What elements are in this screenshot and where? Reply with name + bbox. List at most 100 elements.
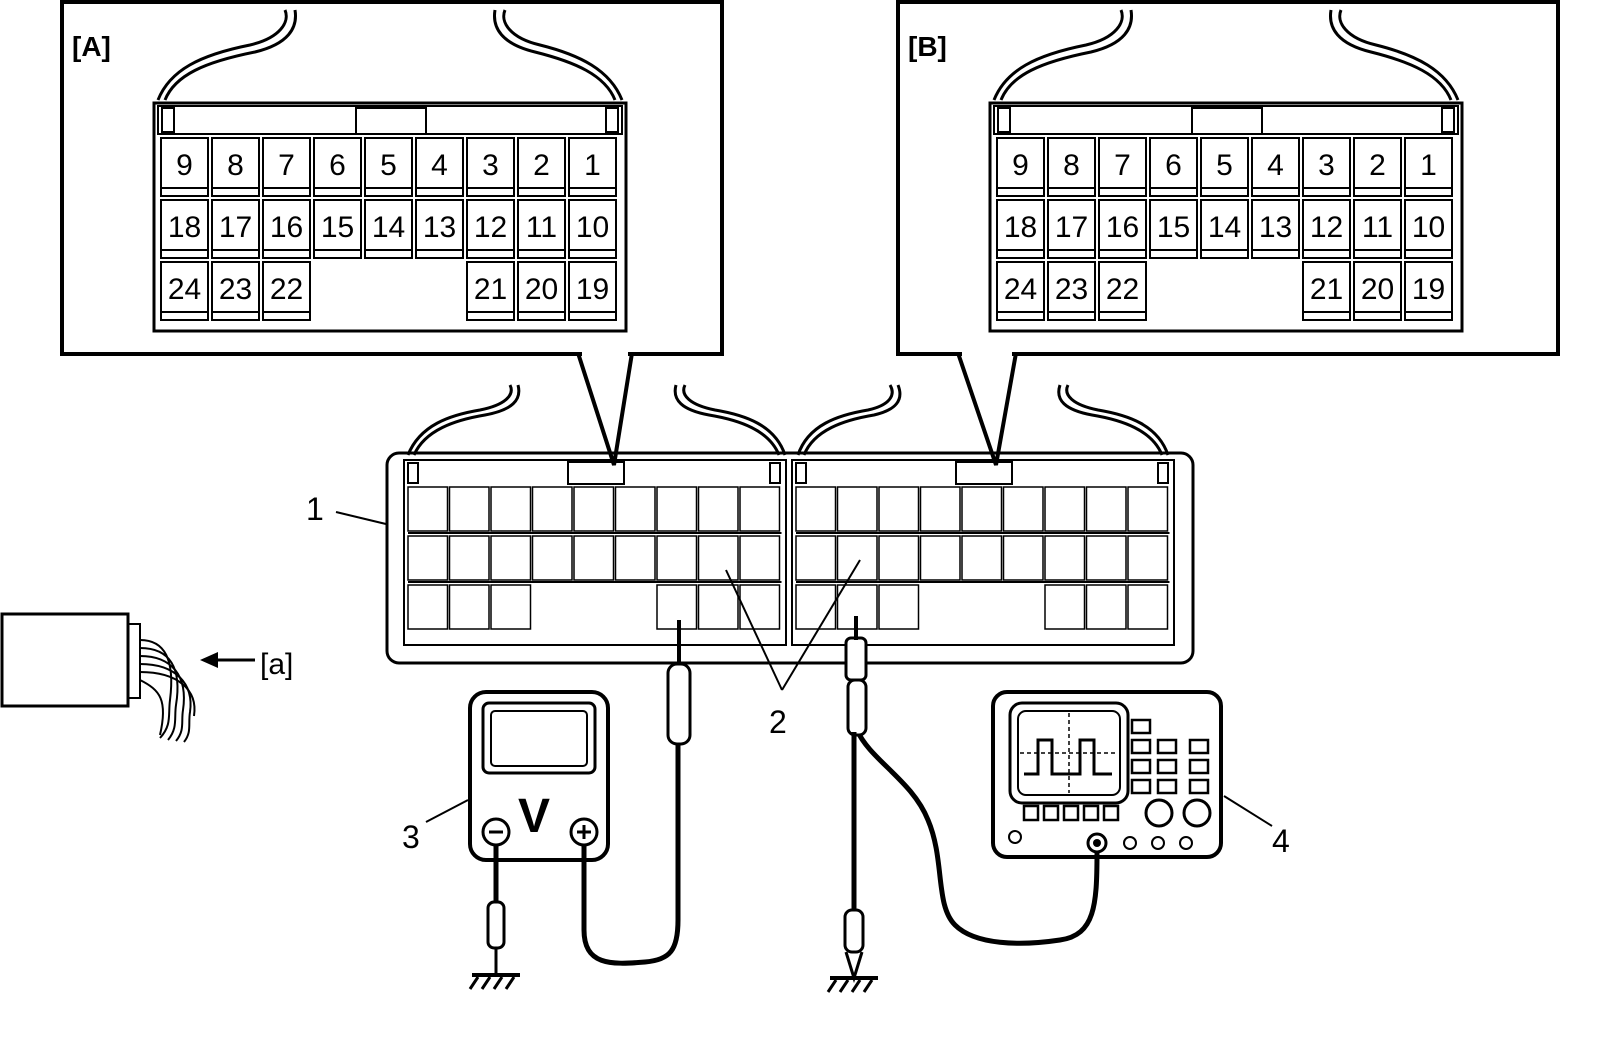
cavity (919, 486, 961, 532)
pin-cell (1404, 261, 1453, 313)
pin-cell (466, 261, 515, 313)
cavity (1044, 535, 1086, 581)
scope-soft-key (1082, 804, 1100, 822)
scope-soft-key (1022, 804, 1040, 822)
cavity (878, 486, 920, 532)
pin-cell (1302, 261, 1351, 313)
cavity (1127, 535, 1169, 581)
pin-number: 16 (1106, 211, 1139, 244)
cavity (448, 535, 490, 581)
scope-button (1130, 778, 1152, 795)
pin-latch (1047, 187, 1096, 197)
pin-number: 20 (525, 273, 558, 306)
scope-button (1188, 758, 1210, 775)
pin-number: 14 (372, 211, 405, 244)
cavity (961, 535, 1003, 581)
pin-latch (1302, 311, 1351, 321)
pin-number: 14 (1208, 211, 1241, 244)
pin-cell (568, 199, 617, 251)
pin-latch (1353, 249, 1402, 259)
pin-number: 20 (1361, 273, 1394, 306)
scope-button (1188, 778, 1210, 795)
cavity (490, 584, 532, 630)
cavity (490, 486, 532, 532)
pin-number: 13 (423, 211, 456, 244)
cavity (795, 535, 837, 581)
pin-number: 17 (219, 211, 252, 244)
pin-cell (1047, 199, 1096, 251)
callout-2: 2 (769, 704, 787, 740)
pin-latch (1353, 187, 1402, 197)
pin-latch (415, 187, 464, 197)
pin-latch (364, 187, 413, 197)
pin-latch (517, 249, 566, 259)
pin-number: 22 (1106, 273, 1139, 306)
pin-latch (1047, 249, 1096, 259)
pin-latch (415, 249, 464, 259)
pin-number: 8 (1063, 149, 1080, 182)
pin-number: 21 (474, 273, 507, 306)
cavity (878, 584, 920, 630)
pin-number: 12 (1310, 211, 1343, 244)
pin-cell (1302, 199, 1351, 251)
cavity (573, 486, 615, 532)
cavity (697, 486, 739, 532)
pin-number: 1 (584, 149, 601, 182)
pin-number: 19 (576, 273, 609, 306)
pin-number: 3 (1318, 149, 1335, 182)
oscilloscope-buttons (1022, 718, 1210, 822)
pin-cell (1047, 261, 1096, 313)
pin-cell (1098, 137, 1147, 189)
pin-cell (996, 137, 1045, 189)
pin-number: 2 (533, 149, 550, 182)
voltmeter-symbol: V (518, 790, 550, 843)
cavity (490, 535, 532, 581)
scope-button (1156, 778, 1178, 795)
pin-latch (1302, 187, 1351, 197)
ecm-connector: 1 2 (306, 384, 1195, 740)
pin-latch (996, 311, 1045, 321)
cavity (739, 486, 781, 532)
pin-cell (466, 137, 515, 189)
cavity (836, 535, 878, 581)
pin-number: 11 (1362, 211, 1393, 244)
oscilloscope: 4 (826, 616, 1290, 993)
pin-number: 18 (168, 211, 201, 244)
pin-latch (466, 249, 515, 259)
pin-number: 15 (1157, 211, 1190, 244)
pin-cell (1200, 199, 1249, 251)
pin-latch (313, 249, 362, 259)
scope-button (1130, 738, 1152, 755)
pin-number: 6 (329, 149, 346, 182)
pin-cell (1302, 137, 1351, 189)
pin-cell (996, 261, 1045, 313)
pin-latch (1098, 311, 1147, 321)
scope-soft-key (1102, 804, 1120, 822)
pin-number: 5 (1216, 149, 1233, 182)
pin-number: 9 (176, 149, 193, 182)
pin-latch (1353, 311, 1402, 321)
pin-cell (1404, 137, 1453, 189)
scope-button (1130, 718, 1152, 735)
pin-latch (1149, 187, 1198, 197)
cavity (573, 535, 615, 581)
pin-number: 10 (576, 211, 609, 244)
scope-soft-key (1042, 804, 1060, 822)
cavity (614, 535, 656, 581)
cavity (407, 486, 449, 532)
pin-number: 4 (431, 149, 448, 182)
pin-latch (364, 249, 413, 259)
pin-cell (568, 137, 617, 189)
pin-cell (517, 137, 566, 189)
cavity (656, 486, 698, 532)
pin-latch (313, 187, 362, 197)
cavity (878, 535, 920, 581)
pin-number: 10 (1412, 211, 1445, 244)
pin-number: 21 (1310, 273, 1343, 306)
voltmeter: V 3 (402, 620, 692, 990)
cavity (1044, 486, 1086, 532)
pin-latch (1302, 249, 1351, 259)
